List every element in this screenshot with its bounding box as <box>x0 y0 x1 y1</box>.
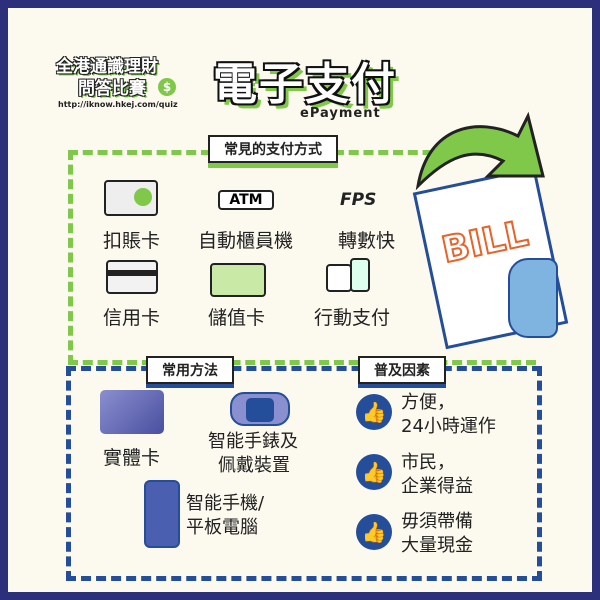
label-physical-card: 實體卡 <box>103 447 161 469</box>
mobile-payment-icon <box>326 258 376 296</box>
credit-card-icon <box>106 260 158 294</box>
label-debit-card: 扣賬卡 <box>103 230 161 252</box>
factor-2-line2: 企業得益 <box>401 476 473 497</box>
bottom-box <box>66 366 542 581</box>
label-credit-card: 信用卡 <box>103 307 161 329</box>
label-smartphone-line2: 平板電腦 <box>186 517 258 538</box>
hand-icon <box>508 258 558 338</box>
page-subtitle: ePayment <box>300 106 381 121</box>
factor-1-line1: 方便， <box>401 392 455 413</box>
atm-icon: ATM <box>218 190 274 210</box>
page-title: 電子支付 <box>213 59 397 110</box>
label-smartphone-line1: 智能手機/ <box>186 493 265 514</box>
factor-1-line2: 24小時運作 <box>401 416 496 437</box>
smartwatch-icon <box>230 392 290 426</box>
label-atm: 自動櫃員機 <box>198 230 294 252</box>
green-arrow-icon <box>415 111 545 191</box>
thumbs-up-icon: 👍 <box>356 394 392 430</box>
logo-line2: 問答比賽 <box>78 79 146 99</box>
quiz-logo: 全港通識理財 問答比賽 $ http://iknow.hkej.com/quiz <box>48 48 178 118</box>
section-heading-common: 常見的支付方式 <box>208 135 338 163</box>
factor-3-line1: 毋須帶備 <box>401 511 473 532</box>
physical-card-icon <box>100 390 164 434</box>
logo-line1: 全港通識理財 <box>56 57 158 77</box>
stored-value-card-icon <box>210 263 266 297</box>
label-mobile-payment: 行動支付 <box>314 307 391 329</box>
thumbs-up-icon: 👍 <box>356 454 392 490</box>
debit-card-icon <box>104 180 158 216</box>
label-stored-value-card: 儲值卡 <box>208 307 266 329</box>
factor-2-line1: 市民， <box>401 452 455 473</box>
label-smartwatch-line1: 智能手錶及 <box>208 431 298 452</box>
section-heading-methods: 常用方法 <box>146 356 234 384</box>
section-heading-factors: 普及因素 <box>358 356 446 384</box>
factor-3-line2: 大量現金 <box>401 535 473 556</box>
smartphone-icon <box>144 480 180 548</box>
label-smartwatch-line2: 佩戴裝置 <box>218 455 290 476</box>
logo-url[interactable]: http://iknow.hkej.com/quiz <box>58 100 178 109</box>
dollar-icon: $ <box>158 78 176 96</box>
label-fps: 轉數快 <box>338 230 396 252</box>
thumbs-up-icon: 👍 <box>356 514 392 550</box>
fps-icon: FPS <box>340 190 377 210</box>
